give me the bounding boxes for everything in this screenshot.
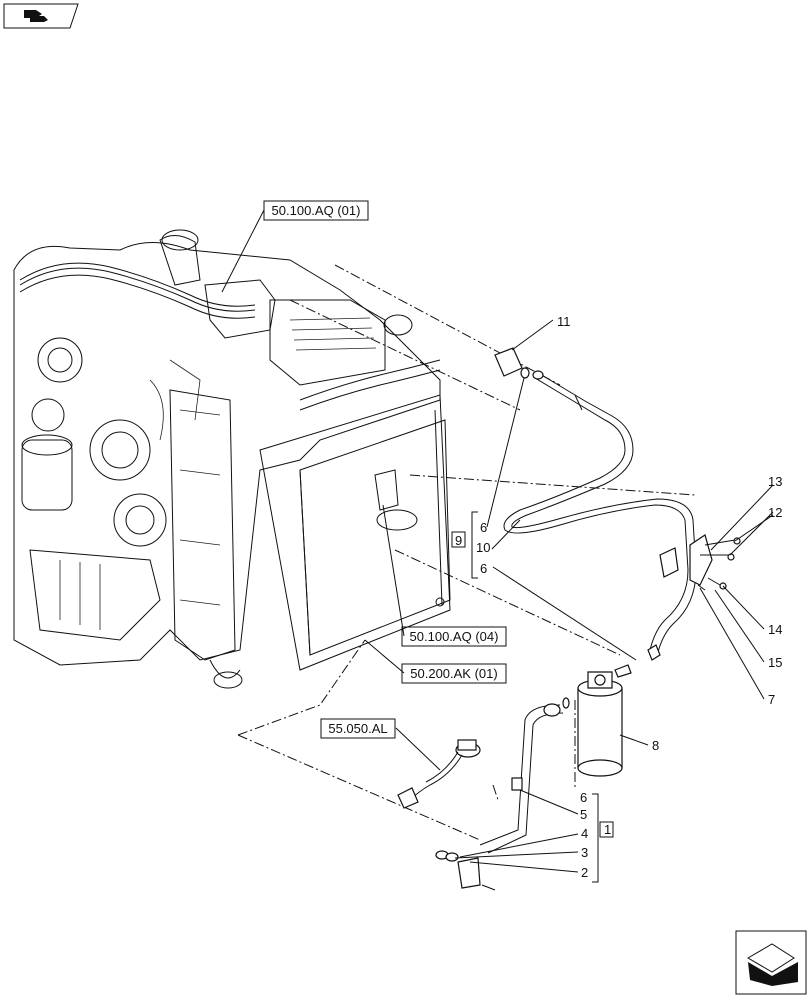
callout-8: 8 bbox=[652, 738, 659, 753]
callout-12: 12 bbox=[768, 505, 782, 520]
callout-14: 14 bbox=[768, 622, 782, 637]
callout-5: 5 bbox=[580, 807, 587, 822]
callout-3: 3 bbox=[581, 845, 588, 860]
next-page-arrow-icon[interactable] bbox=[735, 930, 807, 995]
pressure-switch bbox=[397, 739, 481, 809]
callout-9: 9 bbox=[455, 533, 462, 548]
hose-assembly bbox=[503, 370, 697, 661]
part-8-receiver-dryer bbox=[577, 664, 632, 777]
callout-2: 2 bbox=[581, 865, 588, 880]
ref-label-condenser-low: 50.200.AK (01) bbox=[410, 666, 497, 681]
callout-10: 10 bbox=[476, 540, 490, 555]
callout-1: 1 bbox=[604, 822, 611, 837]
ref-box-switch[interactable]: 55.050.AL bbox=[320, 718, 396, 739]
ref-label-condenser-mid: 50.100.AQ (04) bbox=[410, 629, 499, 644]
ref-box-top-engine[interactable]: 50.100.AQ (01) bbox=[263, 200, 369, 221]
ref-box-condenser-mid[interactable]: 50.100.AQ (04) bbox=[401, 626, 507, 647]
bracket-7 bbox=[659, 534, 741, 591]
ref-label-top-engine: 50.100.AQ (01) bbox=[272, 203, 361, 218]
callout-4: 4 bbox=[581, 826, 588, 841]
callout-13: 13 bbox=[768, 474, 782, 489]
leader-lines bbox=[221, 209, 774, 873]
ref-label-switch: 55.050.AL bbox=[328, 721, 387, 736]
ref-box-condenser-low[interactable]: 50.200.AK (01) bbox=[401, 663, 507, 684]
callout-15: 15 bbox=[768, 655, 782, 670]
callout-6-top: 6 bbox=[480, 520, 487, 535]
engine-illustration bbox=[13, 229, 451, 689]
callout-6-mid: 6 bbox=[480, 561, 487, 576]
callout-7: 7 bbox=[768, 692, 775, 707]
pipe-assembly bbox=[435, 697, 570, 891]
group-bracket-1 bbox=[592, 793, 614, 883]
callout-11: 11 bbox=[557, 314, 571, 329]
book-icon[interactable] bbox=[3, 3, 79, 29]
part-11-cap bbox=[494, 347, 530, 379]
callout-6-low: 6 bbox=[580, 790, 587, 805]
group-bracket-9 bbox=[451, 511, 478, 579]
alignment-lines bbox=[237, 264, 696, 841]
